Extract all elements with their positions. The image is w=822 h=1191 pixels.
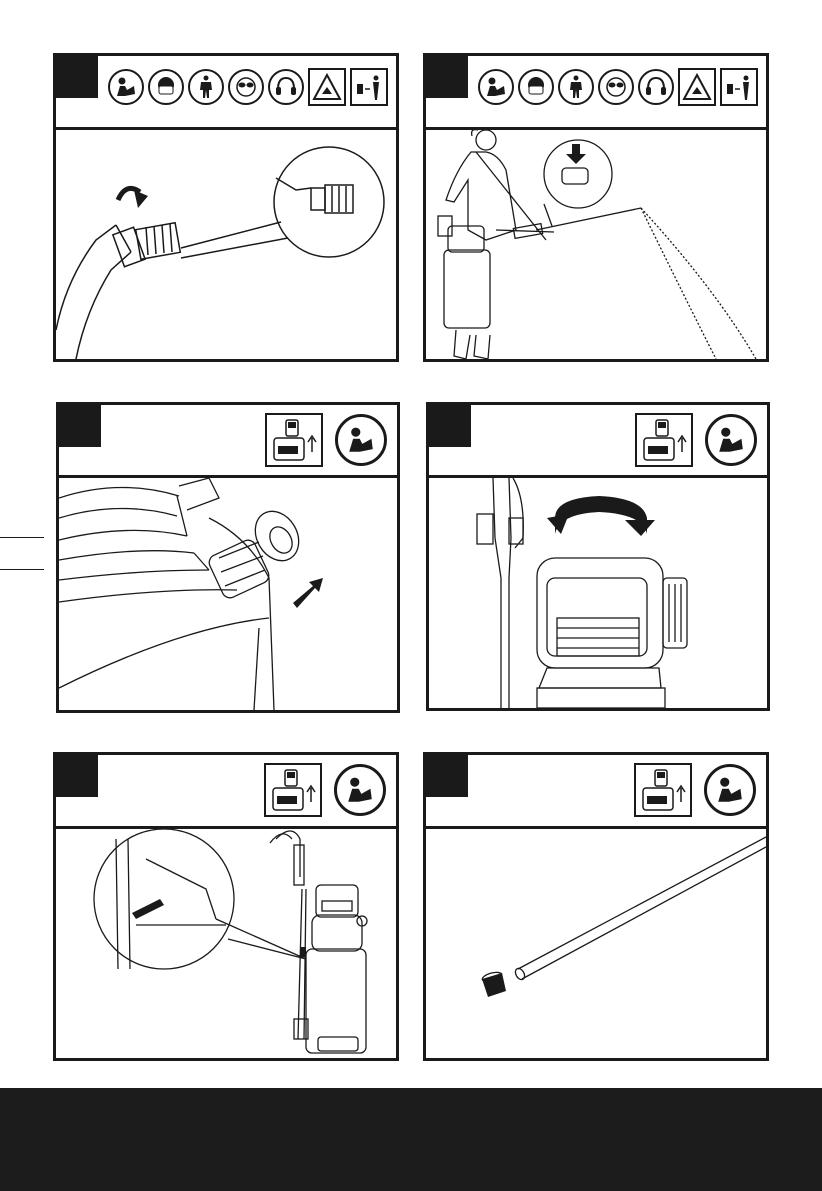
instruction-icon-row (264, 763, 386, 817)
battery-removed-icon (265, 413, 323, 467)
dust-mask-icon (148, 69, 184, 105)
protective-clothing-icon (188, 69, 224, 105)
figure-panel-6 (423, 752, 769, 1061)
figure-panel-4 (426, 402, 770, 711)
step-number-badge (59, 405, 101, 447)
safety-icon-row (478, 68, 758, 106)
keep-distance-icon (350, 68, 388, 106)
figure-panel-2 (423, 53, 769, 362)
panel-header (426, 56, 766, 130)
figure-illustration (429, 478, 767, 708)
instruction-icon-row (265, 413, 387, 467)
figure-panel-1 (53, 53, 399, 362)
instruction-icon-row (635, 413, 757, 467)
panel-header (59, 405, 397, 478)
dust-mask-icon (518, 69, 554, 105)
footer-bar (0, 1088, 822, 1191)
panel-header (429, 405, 767, 478)
read-manual-icon (705, 414, 757, 466)
instruction-icon-row (634, 763, 756, 817)
step-number-badge (56, 755, 98, 797)
step-number-badge (429, 405, 471, 447)
margin-mark-top (0, 537, 44, 538)
step-number-badge (426, 56, 468, 98)
keep-distance-icon (720, 68, 758, 106)
battery-removed-icon (264, 763, 322, 817)
read-manual-icon (335, 414, 387, 466)
figure-panel-5 (53, 752, 399, 1061)
safety-goggles-icon (598, 69, 634, 105)
step-number-badge (56, 56, 98, 98)
read-manual-icon (478, 69, 514, 105)
panel-header (56, 56, 396, 130)
safety-icon-row (108, 68, 388, 106)
protective-clothing-icon (558, 69, 594, 105)
step-number-badge (426, 755, 468, 797)
battery-removed-icon (635, 413, 693, 467)
panel-header (56, 755, 396, 829)
read-manual-icon (704, 764, 756, 816)
battery-removed-icon (634, 763, 692, 817)
safety-goggles-icon (228, 69, 264, 105)
figure-illustration (426, 829, 766, 1058)
figure-illustration (56, 829, 396, 1058)
read-manual-icon (334, 764, 386, 816)
figure-illustration (426, 130, 766, 359)
ear-protection-icon (638, 69, 674, 105)
margin-mark-bottom (0, 569, 44, 570)
panel-header (426, 755, 766, 829)
hazard-warning-icon (308, 68, 346, 106)
hazard-warning-icon (678, 68, 716, 106)
read-manual-icon (108, 69, 144, 105)
figure-panel-3 (56, 402, 400, 713)
figure-illustration (59, 478, 397, 710)
figure-illustration (56, 130, 396, 359)
ear-protection-icon (268, 69, 304, 105)
